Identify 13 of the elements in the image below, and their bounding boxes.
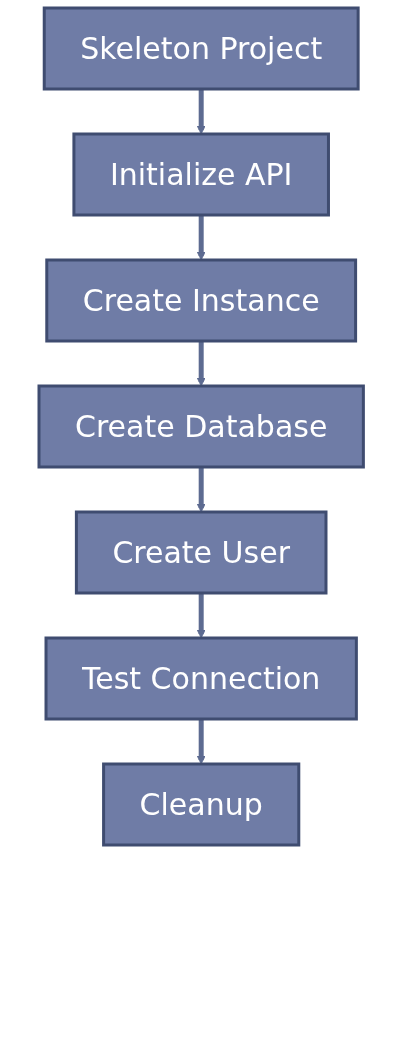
node-box: Cleanup — [102, 762, 301, 847]
arrow — [197, 593, 206, 639]
arrow — [197, 467, 206, 513]
node-box: Create User — [75, 510, 328, 595]
node-box: Create Instance — [45, 258, 358, 343]
node-box: Test Connection — [44, 636, 359, 721]
arrow — [197, 89, 206, 135]
node-box: Skeleton Project — [43, 6, 360, 91]
node-box: Initialize API — [72, 132, 331, 217]
arrow — [197, 215, 206, 261]
node-box: Create Database — [37, 384, 366, 469]
arrow — [197, 341, 206, 387]
arrow — [197, 719, 206, 765]
